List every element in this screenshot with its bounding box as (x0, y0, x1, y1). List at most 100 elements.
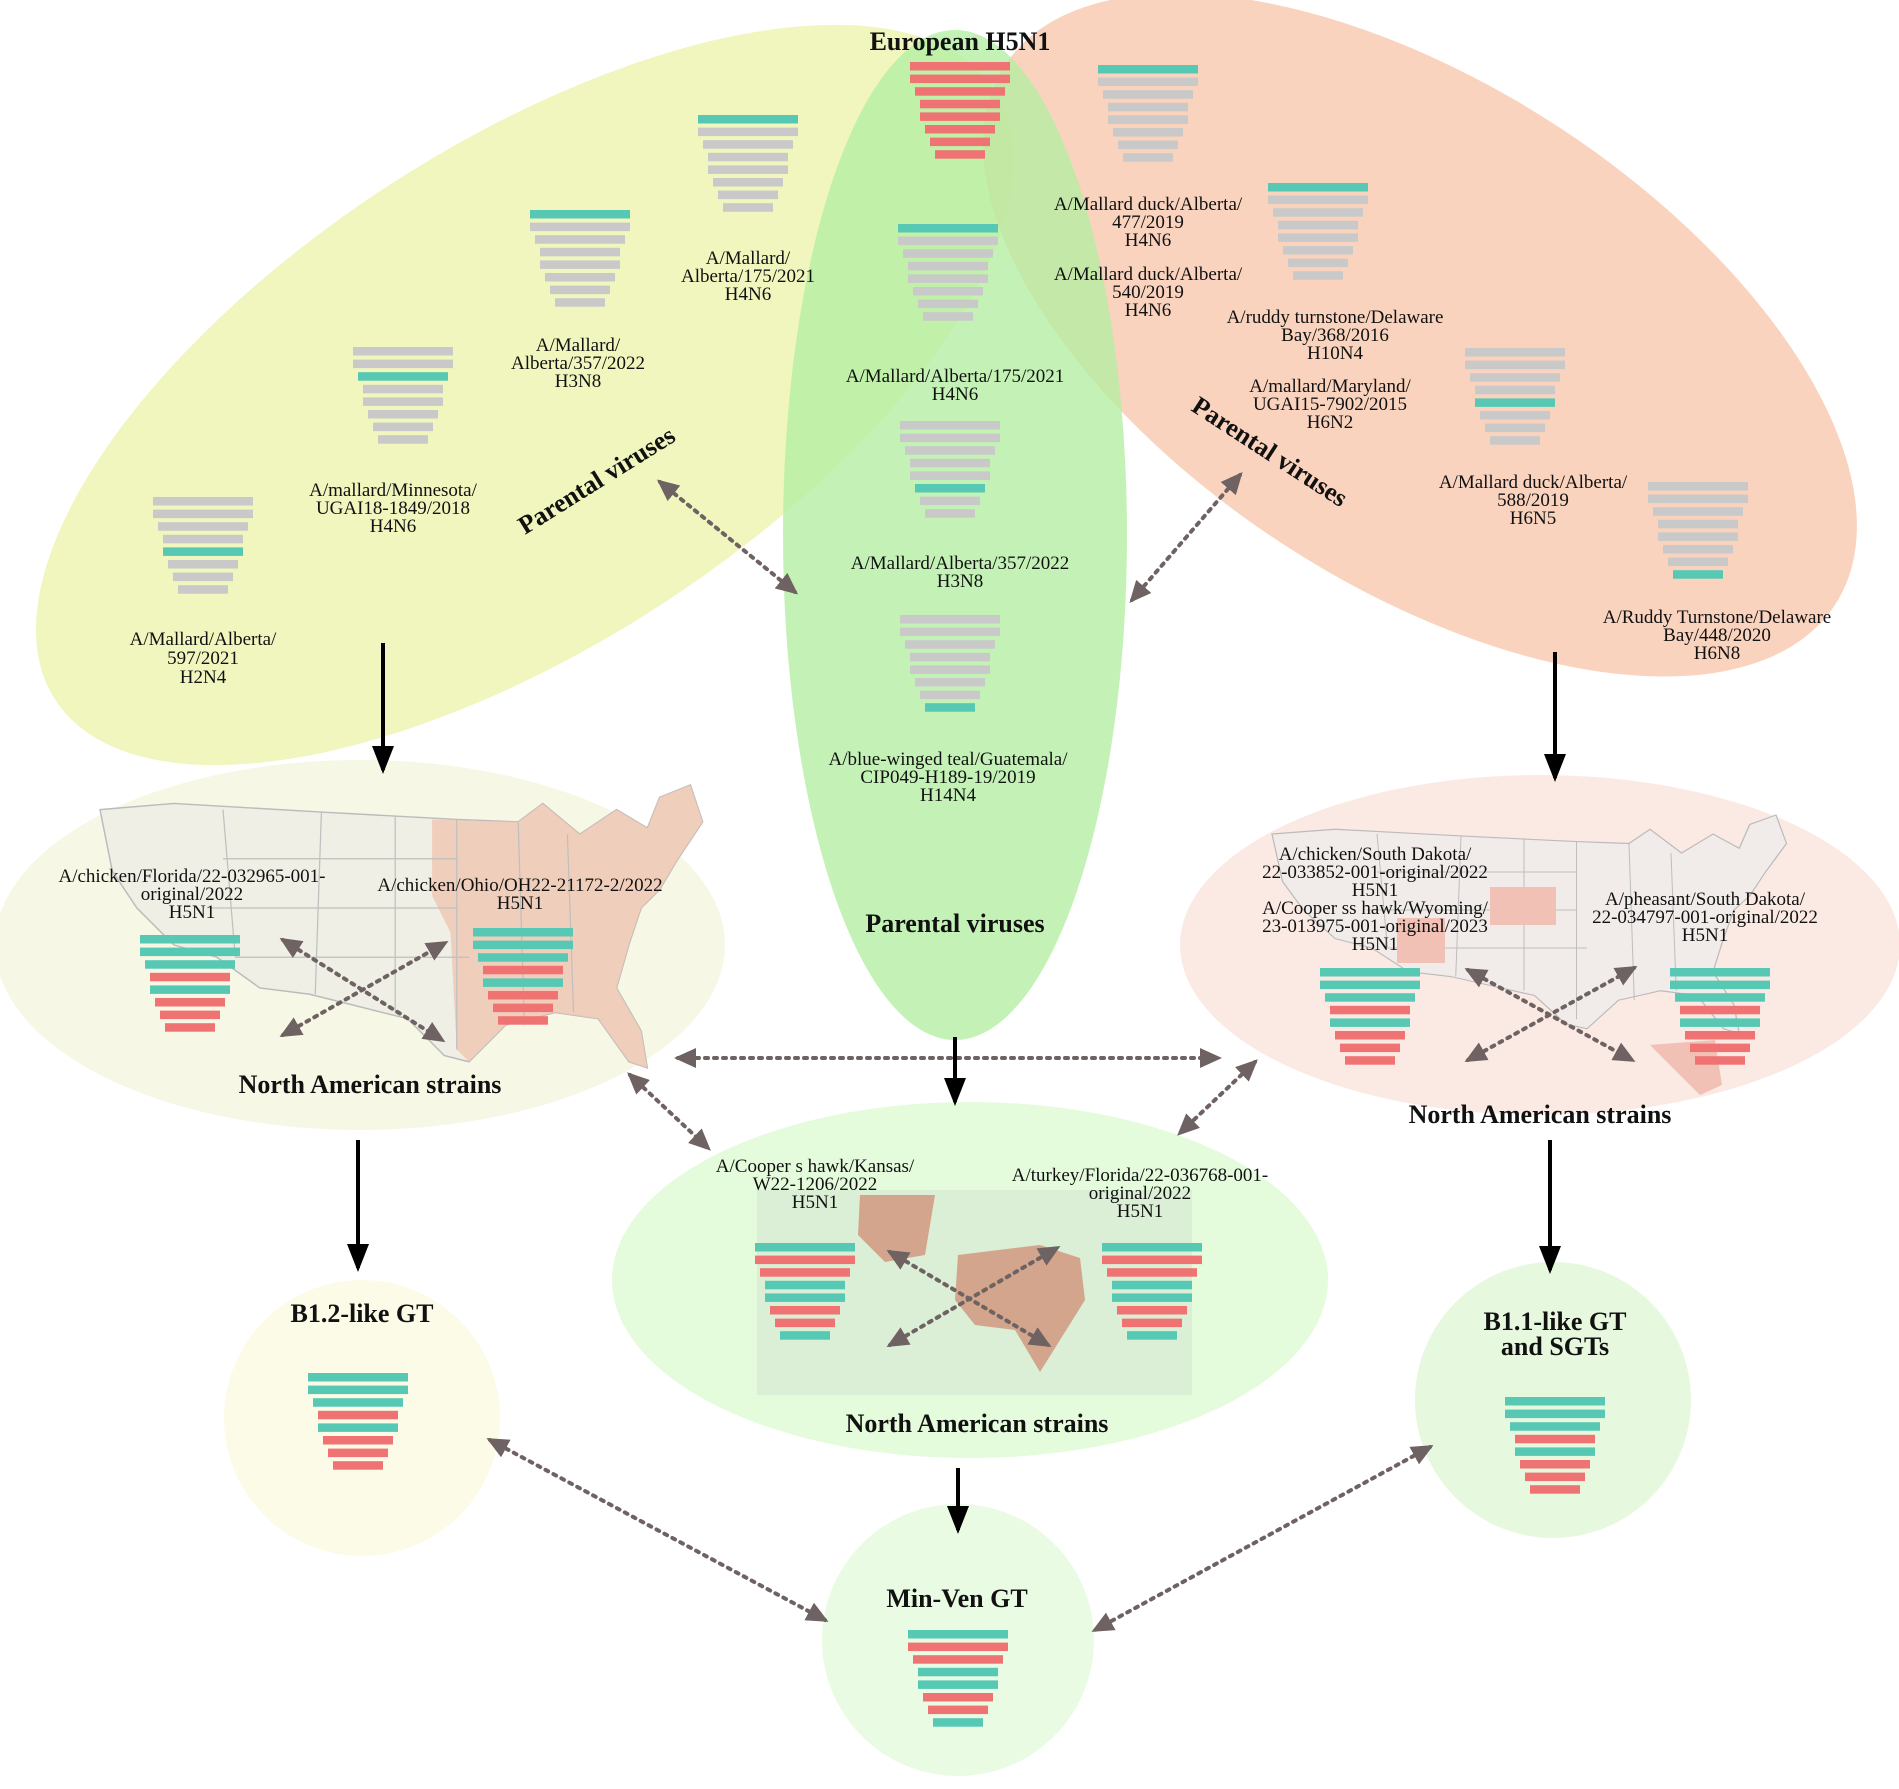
nar-s1-line1: A/chicken/South Dakota/ (1279, 844, 1472, 865)
nac-s2-stack (1102, 1243, 1202, 1340)
nar-s1-line2: 22-033852-001-original/2022 (1262, 862, 1488, 883)
parental-center-ellipse (783, 30, 1127, 1040)
pl-v4-stack-segment-6 (713, 178, 783, 187)
nar-s1-line3: H5N1 (1352, 880, 1398, 901)
nal-s1-stack (140, 935, 240, 1032)
pc-v2-stack-segment-4 (910, 458, 990, 468)
pl-v3-stack-segment-1 (530, 210, 630, 219)
pr-v2-stack (1268, 183, 1368, 280)
pr-v2-stack-segment-4 (1278, 220, 1358, 230)
pr-v2-stack-segment-8 (1293, 271, 1343, 280)
pl-v2-stack (353, 347, 453, 444)
nac-s2-stack-segment-1 (1102, 1243, 1202, 1252)
pc-v2-line2: H3N8 (937, 571, 983, 592)
pr-v3-line3: H10N4 (1307, 343, 1363, 364)
pr-v1-stack-segment-1 (1098, 65, 1198, 74)
map-wyoming-highlight (1397, 918, 1445, 963)
pc-v1-stack (898, 224, 998, 321)
pr-v4-line1: A/mallard/Maryland/ (1249, 376, 1411, 397)
nal-s2-stack-segment-8 (498, 1016, 548, 1025)
pr-v5-line2: 588/2019 (1497, 490, 1569, 511)
nac-s1-stack-segment-2 (755, 1255, 855, 1265)
nar-s2-stack-segment-5 (1330, 1018, 1410, 1027)
na-right-title: North American strains (1409, 1100, 1672, 1129)
b11-stack-segment-3 (1510, 1422, 1600, 1431)
pr-v2-stack-segment-7 (1288, 258, 1348, 268)
pl-v1-stack-segment-7 (173, 572, 233, 582)
minven-stack-segment-8 (933, 1718, 983, 1727)
nac-s2-stack-segment-4 (1112, 1280, 1192, 1290)
usa-map-right (1271, 814, 1788, 1095)
nal-s2-line2: H5N1 (497, 893, 543, 914)
nac-s1-stack-segment-7 (775, 1318, 835, 1328)
nar-s2-stack-segment-4 (1330, 1005, 1410, 1015)
map-center-cross-b (886, 1245, 1061, 1348)
nac-s2-stack-segment-7 (1122, 1318, 1182, 1328)
nal-s1-stack-segment-2 (140, 947, 240, 957)
pl-v2-stack-segment-3 (358, 372, 448, 381)
nac-s1-stack-segment-3 (760, 1268, 850, 1277)
european-h5n1-stack-segment-2 (910, 74, 1010, 84)
nar-s3-stack-segment-4 (1680, 1005, 1760, 1015)
nal-s1-stack-segment-8 (165, 1023, 215, 1032)
pc-v3-stack-segment-4 (910, 652, 990, 662)
parental-right-ellipse (983, 0, 1857, 677)
pr-v5-stack-segment-5 (1475, 398, 1555, 407)
pl-v4-stack-segment-7 (718, 190, 778, 200)
arrow-b12-minven (486, 1438, 829, 1622)
pr-v6-stack-segment-5 (1658, 532, 1738, 541)
nar-s3-stack-segment-7 (1690, 1043, 1750, 1053)
minven-stack-segment-4 (918, 1667, 998, 1677)
minven-stack-segment-6 (923, 1693, 993, 1702)
pl-v1-stack-segment-4 (163, 534, 243, 544)
pr-v6-line3: H6N8 (1694, 643, 1740, 664)
nac-s1-stack (755, 1243, 855, 1340)
pc-v2-stack-segment-7 (920, 496, 980, 506)
pl-v1-line2: 597/2021 (167, 648, 239, 669)
pr-v6-stack (1648, 482, 1748, 579)
pc-v2-stack (900, 421, 1000, 518)
arrow-right-center-parental (1129, 471, 1243, 604)
minven-stack-segment-5 (918, 1680, 998, 1689)
european-h5n1-stack-segment-6 (925, 125, 995, 134)
na-center-title: North American strains (846, 1409, 1109, 1438)
b11-stack (1505, 1397, 1605, 1494)
pc-v1-stack-segment-7 (918, 299, 978, 309)
nal-s1-stack-segment-7 (160, 1010, 220, 1020)
pc-v3-stack (900, 615, 1000, 712)
pr-v5-line1: A/Mallard duck/Alberta/ (1439, 472, 1628, 493)
arrow-na-left-center (627, 1072, 711, 1151)
pr-v1-stack-segment-5 (1108, 115, 1188, 124)
pc-v2-stack-segment-2 (900, 433, 1000, 443)
nar-s3-stack-segment-3 (1675, 993, 1765, 1002)
pl-v3-line1: A/Mallard/ (536, 335, 621, 356)
nar-s2-line1: A/Cooper ss hawk/Wyoming/ (1262, 898, 1489, 919)
pl-v1-line3: H2N4 (180, 667, 227, 688)
pr-v4-line2: UGAI15-7902/2015 (1253, 394, 1407, 415)
pr-v1-stack-segment-4 (1108, 102, 1188, 112)
pr-v6-stack-segment-6 (1663, 545, 1733, 554)
b11-stack-segment-5 (1515, 1447, 1595, 1456)
pr-v2-line1: A/Mallard duck/Alberta/ (1054, 264, 1243, 285)
pr-v5-stack-segment-2 (1465, 360, 1565, 370)
nar-s2-line2: 23-013975-001-original/2023 (1262, 916, 1488, 937)
nac-s1-stack-segment-5 (765, 1293, 845, 1302)
b12-stack-segment-4 (318, 1410, 398, 1420)
pl-v2-stack-segment-6 (368, 410, 438, 419)
european-h5n1-stack-segment-8 (935, 150, 985, 159)
nac-s1-stack-segment-6 (770, 1306, 840, 1315)
pl-v2-line2: UGAI18-1849/2018 (316, 498, 470, 519)
b12-stack-segment-3 (313, 1398, 403, 1407)
nar-s2-stack (1320, 968, 1420, 1065)
pr-v6-line1: A/Ruddy Turnstone/Delaware (1603, 607, 1832, 628)
pr-v1-line3: H4N6 (1125, 230, 1171, 251)
pl-v2-stack-segment-2 (353, 359, 453, 369)
nac-s1-line1: A/Cooper s hawk/Kansas/ (716, 1156, 915, 1177)
pl-v2-stack-segment-8 (378, 435, 428, 444)
nar-s2-stack-segment-3 (1325, 993, 1415, 1002)
pc-v3-line3: H14N4 (920, 785, 976, 806)
nar-s3-stack (1670, 968, 1770, 1065)
pl-v2-stack-segment-7 (373, 422, 433, 432)
nal-s2-stack-segment-7 (493, 1003, 553, 1013)
pl-v2-stack-segment-5 (363, 397, 443, 406)
